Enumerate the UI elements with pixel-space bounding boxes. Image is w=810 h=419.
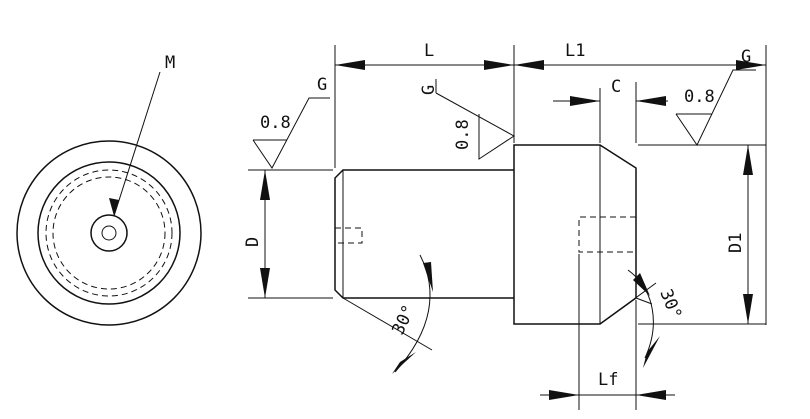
thread-label: M	[165, 53, 175, 73]
finish-symbol-head: G	[741, 47, 751, 67]
surface-finish-shank: 0.8 G	[252, 75, 330, 169]
length-label: L	[424, 41, 434, 61]
angle-shank-label: 30°	[388, 302, 419, 338]
side-view	[334, 144, 637, 325]
roughness-value-shoulder: 0.8	[453, 119, 473, 150]
shank-outline	[334, 169, 514, 299]
hidden-circle	[52, 176, 166, 290]
hidden-thread-head	[578, 216, 636, 253]
surface-finish-head: 0.8 G	[675, 47, 756, 147]
dimension-diameter: D	[243, 170, 270, 298]
head-outline	[513, 144, 637, 325]
dimension-chamfer: C	[553, 77, 668, 143]
roughness-value-head: 0.8	[684, 87, 715, 107]
dimension-head-diameter: D1	[726, 145, 753, 324]
roughness-value-shank: 0.8	[260, 113, 291, 133]
outer-circle	[16, 140, 202, 326]
dimension-length: L	[335, 41, 514, 70]
thread-leader	[113, 71, 161, 217]
end-view: M	[16, 53, 202, 326]
chamfer-circle	[45, 169, 173, 297]
angle-head-label: 30°	[655, 286, 685, 322]
finish-symbol-shank: G	[317, 75, 327, 95]
head-circle	[37, 161, 181, 305]
head-diameter-label: D1	[726, 233, 746, 253]
extension-lines	[248, 45, 767, 410]
surface-finish-shoulder: 0.8 G	[419, 79, 515, 160]
diameter-label: D	[243, 237, 263, 247]
angle-shank: 30°	[342, 254, 433, 374]
finish-symbol-shoulder: G	[419, 85, 439, 95]
chamfer-label: C	[611, 77, 621, 97]
hidden-hole-shank	[335, 227, 363, 244]
angle-head: 30°	[599, 269, 685, 368]
dimension-thread-depth: Lf	[540, 370, 675, 400]
head-length-label: L1	[565, 41, 585, 61]
center-circle	[101, 225, 117, 241]
thread-depth-label: Lf	[598, 370, 618, 390]
thread-leader-arrow	[109, 198, 119, 216]
bore-circle	[90, 214, 128, 252]
dimension-head-length: L1	[514, 41, 766, 70]
